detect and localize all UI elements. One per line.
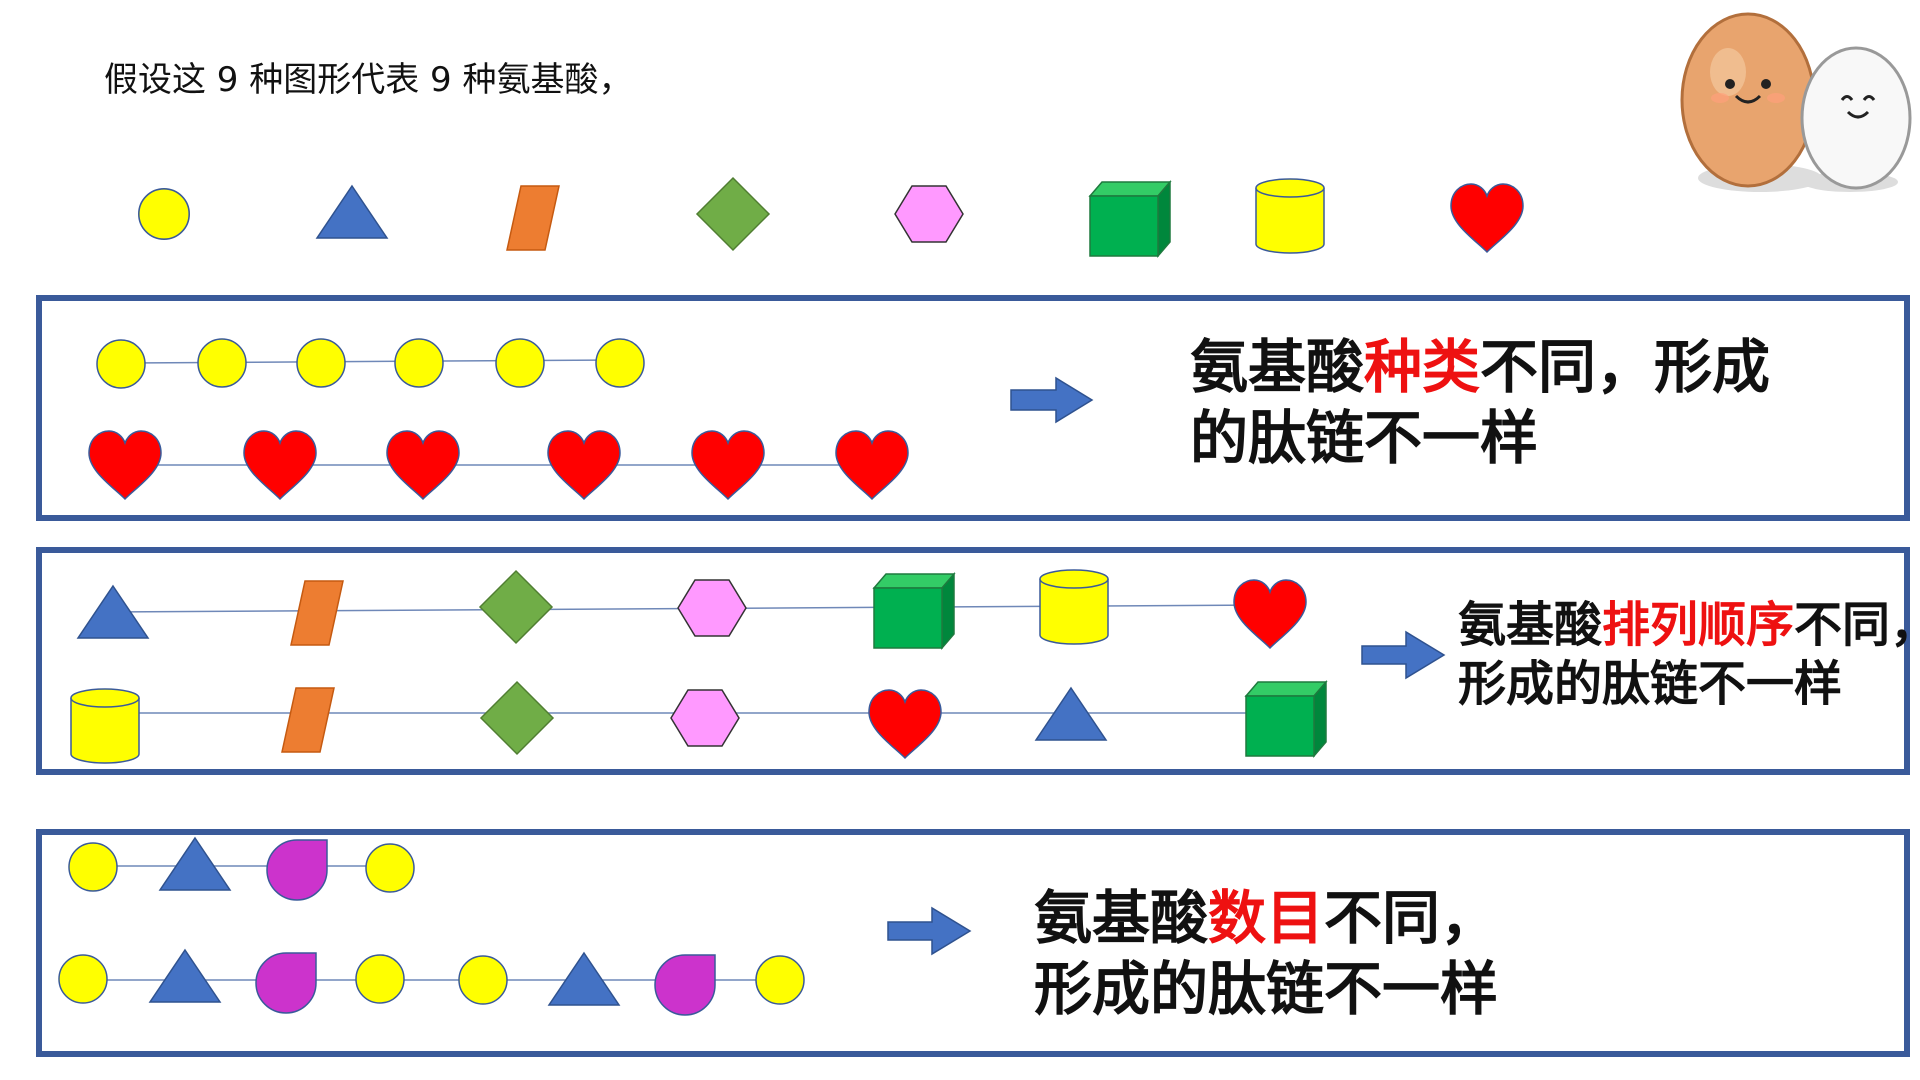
- amino-acid-circle: [96, 339, 146, 389]
- caption-prefix: 氨基酸: [1458, 597, 1603, 653]
- panel-2-caption-line-2: 形成的肽链不一样: [1458, 655, 1843, 712]
- panel-1-chains: [88, 338, 909, 500]
- panel-3-caption: 氨基酸数目不同， 形成的肽链不一样: [1034, 883, 1498, 1025]
- legend-circle-icon: [138, 188, 190, 240]
- panel-3-caption-line-1: 氨基酸数目不同，: [1034, 883, 1498, 954]
- egg-mascot-icon: [1680, 12, 1912, 192]
- amino-acid-circle: [68, 842, 118, 892]
- amino-acid-diamond: [479, 570, 553, 644]
- amino-acid-cylinder: [70, 688, 140, 764]
- legend-parallelogram-icon: [506, 185, 560, 251]
- amino-acid-circle: [595, 338, 645, 388]
- caption-highlight: 种类: [1364, 333, 1481, 401]
- amino-acid-cube: [873, 573, 955, 649]
- panel-2-caption-line-1: 氨基酸排列顺序不同，: [1458, 596, 1920, 655]
- amino-acid-hexagon: [677, 579, 747, 637]
- legend-hexagon-icon: [894, 185, 964, 243]
- caption-highlight: 数目: [1208, 884, 1325, 952]
- amino-acid-circle: [355, 954, 405, 1004]
- caption-prefix: 氨基酸: [1034, 884, 1209, 952]
- amino-acid-triangle: [149, 949, 221, 1003]
- amino-acid-triangle: [548, 952, 620, 1006]
- legend-triangle-icon: [316, 185, 388, 239]
- amino-acid-hexagon: [670, 689, 740, 747]
- legend-heart-icon: [1450, 183, 1524, 253]
- panel-3-frame: [36, 829, 1910, 1057]
- panel-1-frame: [36, 295, 1910, 521]
- intro-text: 假设这 9 种图形代表 9 种氨基酸，: [104, 60, 633, 100]
- amino-acid-circle: [755, 955, 805, 1005]
- caption-highlight: 排列顺序: [1602, 597, 1795, 653]
- amino-acid-heart: [835, 430, 909, 500]
- amino-acid-triangle: [1035, 687, 1107, 741]
- panel-1-caption: 氨基酸种类不同，形成 的肽链不一样: [1190, 332, 1770, 474]
- amino-acid-heart: [1233, 579, 1307, 649]
- amino-acid-circle: [197, 338, 247, 388]
- caption-prefix: 氨基酸: [1190, 333, 1365, 401]
- panel-1-arrow-icon: [1010, 376, 1094, 424]
- panel-2-frame: [36, 547, 1910, 775]
- amino-acid-circle: [296, 338, 346, 388]
- amino-acid-triangle: [159, 837, 231, 891]
- panel-3-arrow-icon: [887, 906, 972, 956]
- amino-acid-cube: [1245, 681, 1327, 757]
- amino-acid-heart: [386, 430, 460, 500]
- amino-acid-circle: [394, 338, 444, 388]
- amino-acid-circle: [495, 338, 545, 388]
- legend-diamond-icon: [696, 177, 770, 251]
- panel-1-caption-line-2: 的肽链不一样: [1190, 403, 1539, 472]
- amino-acid-circle: [58, 954, 108, 1004]
- amino-acid-parallelogram: [290, 580, 344, 646]
- amino-acid-heart: [547, 430, 621, 500]
- amino-acid-heart: [691, 430, 765, 500]
- panel-2-chains: [70, 569, 1327, 764]
- panel-2-arrow-icon: [1361, 630, 1446, 680]
- panel-2-caption: 氨基酸排列顺序不同， 形成的肽链不一样: [1458, 596, 1920, 713]
- legend-cube-icon: [1089, 181, 1171, 257]
- amino-acid-circle: [458, 955, 508, 1005]
- amino-acid-diamond: [480, 681, 554, 755]
- amino-acid-heart: [88, 430, 162, 500]
- amino-acid-drop: [266, 839, 328, 901]
- panel-3-caption-line-2: 形成的肽链不一样: [1034, 954, 1499, 1023]
- caption-suffix: 不同，: [1794, 597, 1920, 653]
- legend-cylinder-icon: [1255, 178, 1325, 254]
- amino-acid-circle: [365, 843, 415, 893]
- amino-acid-heart: [243, 430, 317, 500]
- amino-acid-drop: [255, 952, 317, 1014]
- shape-legend: [138, 177, 1524, 257]
- amino-acid-parallelogram: [281, 687, 335, 753]
- amino-acid-heart: [868, 689, 942, 759]
- caption-suffix: 不同，: [1324, 884, 1499, 952]
- amino-acid-cylinder: [1039, 569, 1109, 645]
- caption-suffix: 不同，形成: [1480, 333, 1771, 401]
- panel-3-chains: [58, 837, 805, 1016]
- panel-1-caption-line-1: 氨基酸种类不同，形成: [1190, 332, 1770, 403]
- amino-acid-drop: [654, 954, 716, 1016]
